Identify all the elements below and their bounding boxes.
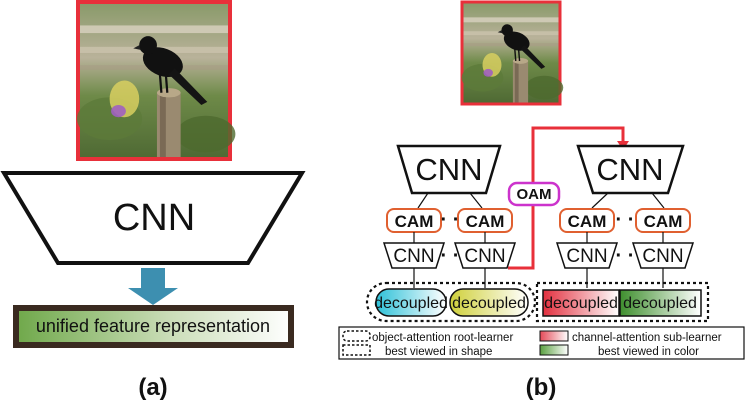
decoupled-red: [542, 289, 620, 317]
oam-label: OAM: [517, 186, 552, 203]
sub-cnn-label-r2: CNN: [642, 246, 683, 267]
down-arrow-icon: [128, 268, 178, 305]
cam-label-r2: CAM: [644, 212, 683, 231]
sub-cnn-label-l1: CNN: [393, 246, 434, 267]
cam-label-l1: CAM: [395, 212, 434, 231]
decoupled-cyan: [375, 288, 447, 317]
sub-cnn-label-l2: CNN: [464, 246, 505, 267]
sub-cnn-l2: [453, 242, 517, 269]
decoupled-green: [619, 289, 702, 317]
oam-badge: [507, 181, 561, 207]
oam-connector-line: [508, 126, 625, 270]
bird-photo-small: [460, 2, 564, 104]
unified-feature-label: unified feature representation: [36, 316, 270, 336]
legend-shape-note: best viewed in shape: [385, 346, 492, 358]
decoupled-label-cyan: decoupled: [374, 295, 448, 312]
dots-cnn-left: · ·: [441, 245, 460, 267]
bird-photo-frame-a: [76, 0, 232, 161]
caption-b: (b): [526, 374, 557, 401]
sub-cnn-l1: [382, 242, 446, 269]
cnn-label-right: CNN: [596, 152, 663, 187]
cnn-label-a: CNN: [113, 197, 195, 239]
channel-attention-group: [535, 281, 710, 323]
cnn-trapezoid-right: [576, 144, 685, 195]
legend-shape-square: [342, 344, 371, 356]
arrow-left-cam1: [417, 192, 429, 209]
arrow-left-cam2: [469, 192, 483, 209]
cam-label-r1: CAM: [568, 212, 607, 231]
decoupled-label-yellow: decoupled: [452, 295, 526, 312]
sub-cnn-r1: [555, 242, 619, 269]
cam-label-l2: CAM: [466, 212, 505, 231]
legend-swatch-green: [539, 344, 569, 356]
legend-color-note: best viewed in color: [598, 346, 699, 358]
bird-photo: [75, 2, 237, 159]
legend-swatch-red: [539, 330, 569, 342]
legend-channel-attention: channel-attention sub-learner: [572, 332, 722, 344]
bird-photo-frame-b: [460, 0, 562, 106]
cnn-label-left: CNN: [415, 152, 482, 187]
legend-object-attention: object-attention root-learner: [372, 332, 513, 344]
arrow-right-cam2: [651, 192, 665, 209]
dots-cnn-right: · ·: [616, 245, 635, 267]
sub-cnn-r2: [631, 242, 695, 269]
cnn-trapezoid-left: [396, 144, 502, 195]
panel-a: CNN unified feature representation (a): [0, 0, 306, 401]
caption-a: (a): [138, 374, 167, 401]
decoupled-label-red: decoupled: [544, 295, 618, 312]
legend-shape-rounded: [342, 330, 371, 342]
object-attention-group: [365, 281, 537, 323]
unified-feature-box: [13, 305, 294, 348]
dots-cam-right: · ·: [616, 209, 635, 231]
sub-cnn-label-r1: CNN: [566, 246, 607, 267]
panel-b: OAM CNN CAM · · CAM CNN · · CNN decouple…: [338, 0, 745, 401]
decoupled-yellow: [449, 288, 529, 317]
dots-cam-left: · ·: [441, 209, 460, 231]
cnn-trapezoid-a: [0, 171, 306, 265]
decoupled-label-green: decoupled: [623, 295, 697, 312]
arrow-right-cam1: [591, 192, 609, 209]
